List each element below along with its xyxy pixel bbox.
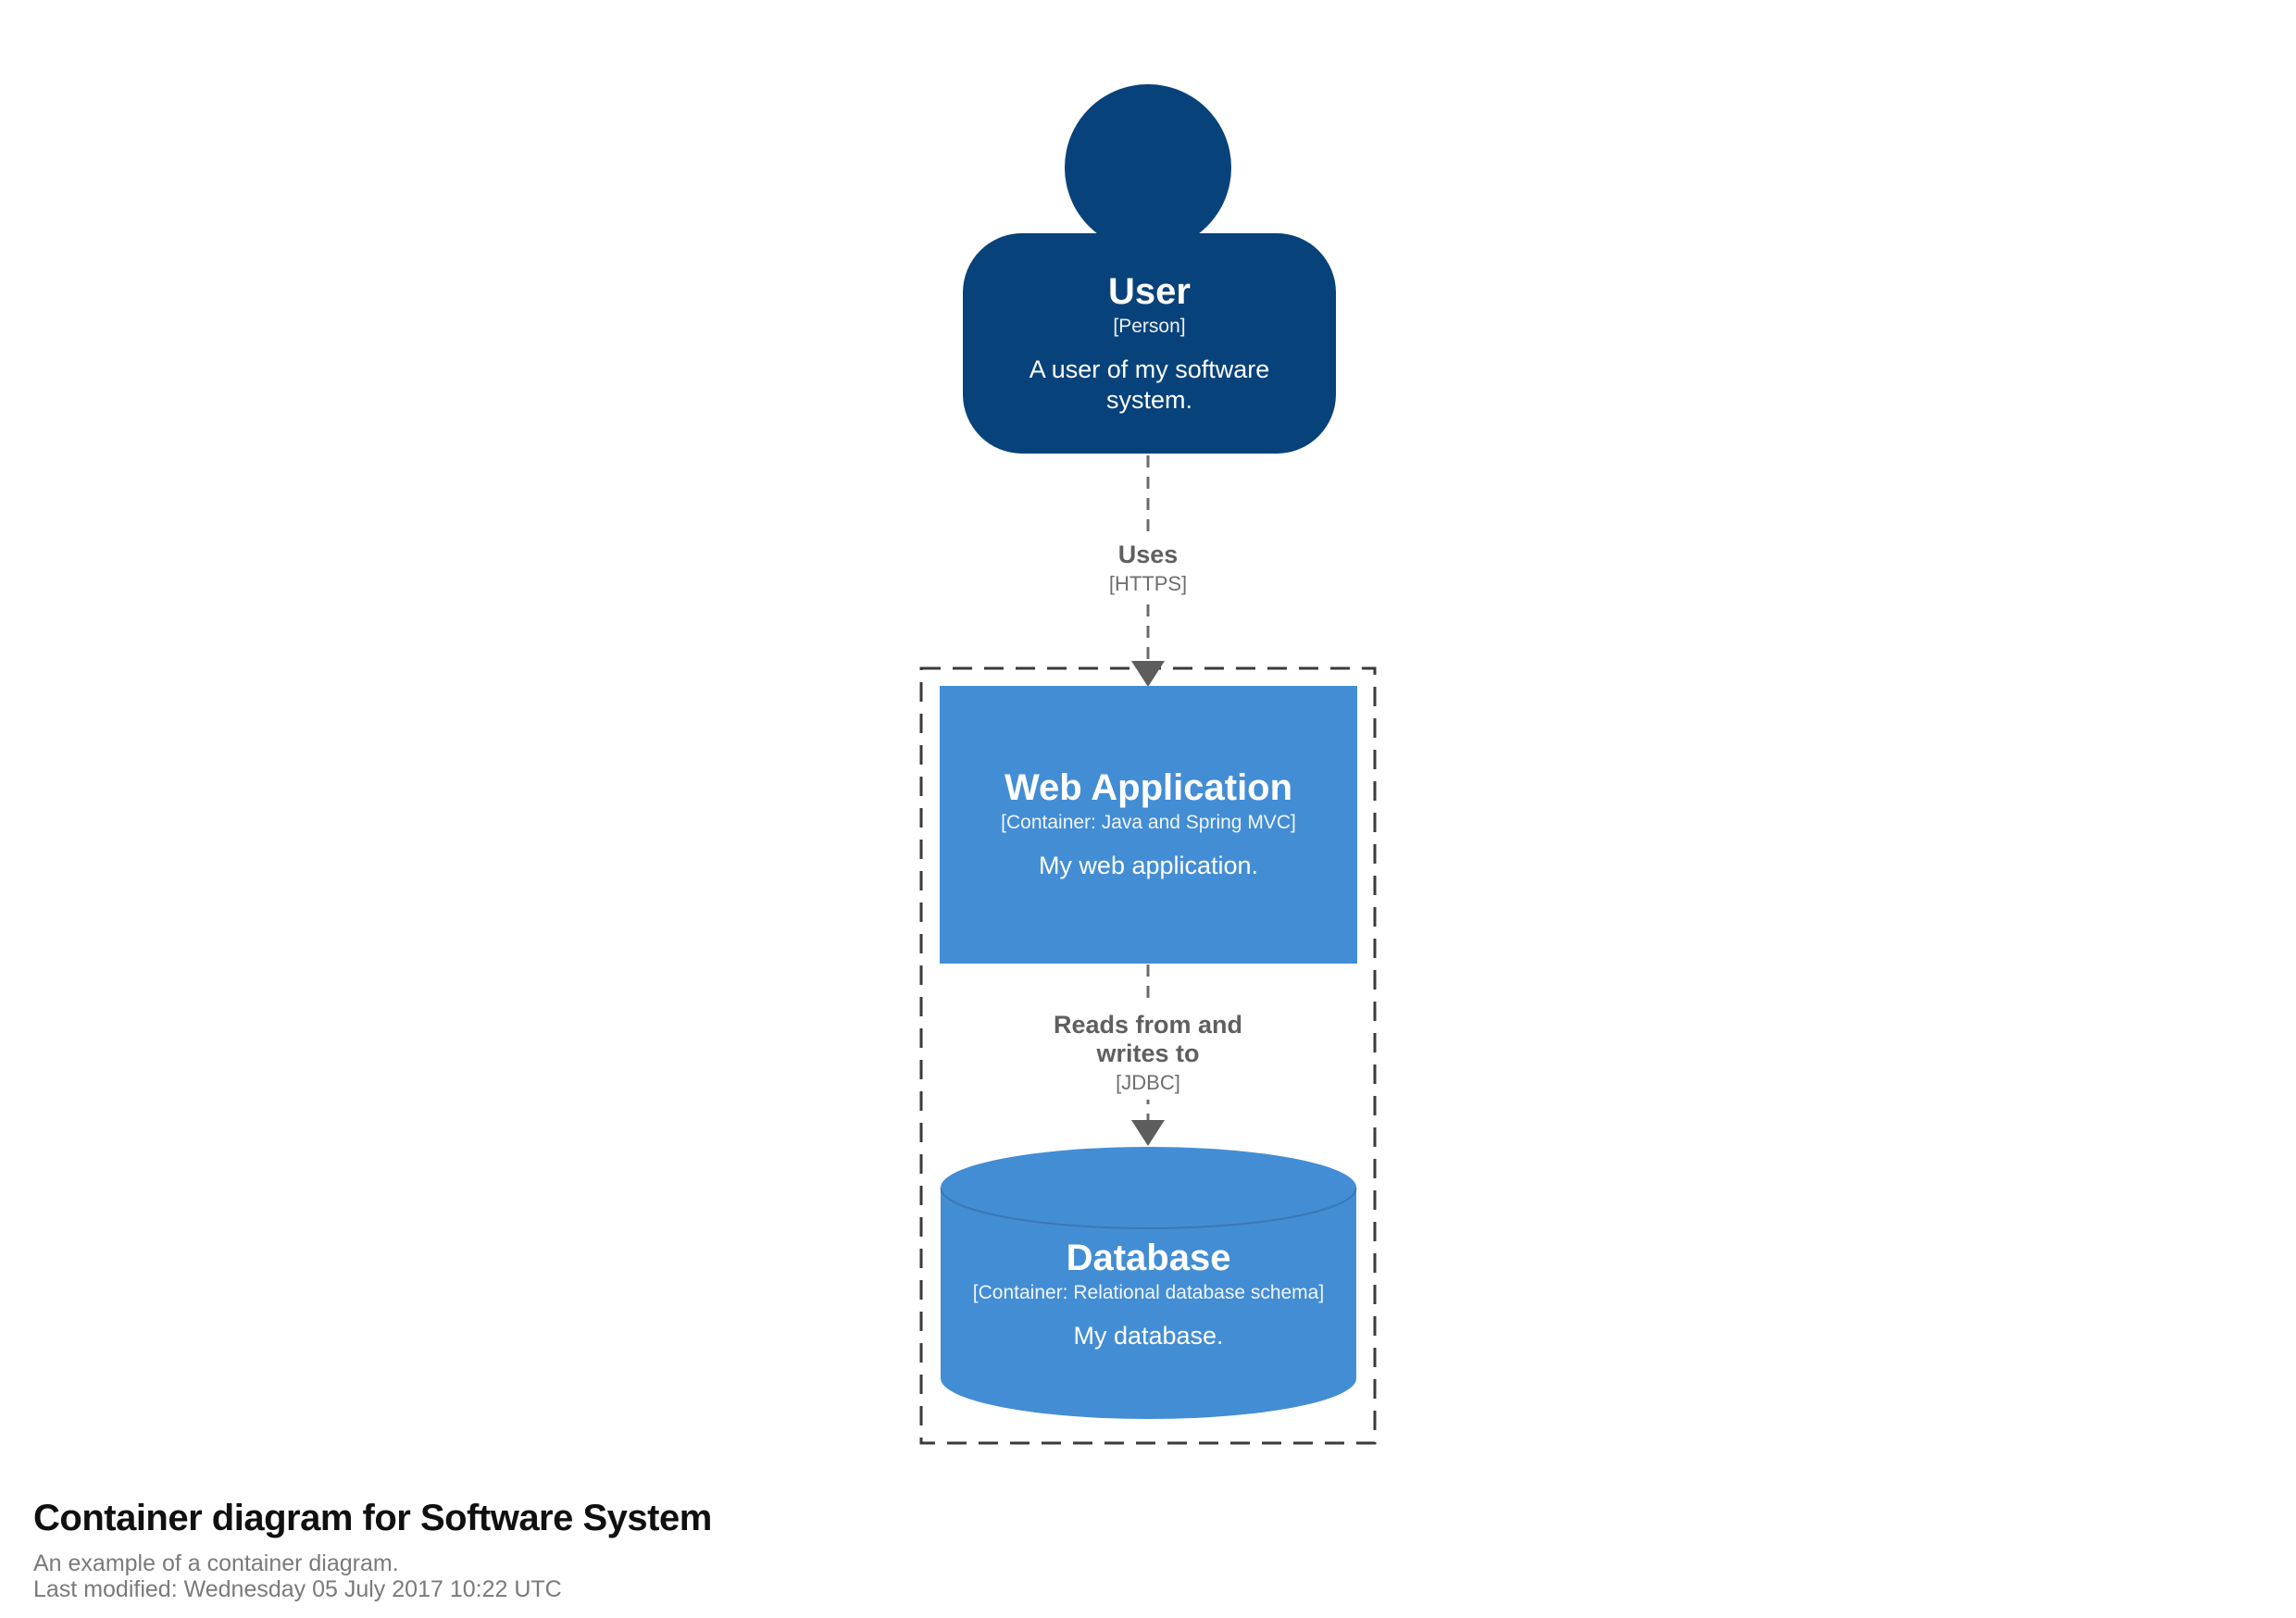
- container-database[interactable]: Database [Container: Relational database…: [940, 1146, 1357, 1420]
- relationship-technology-text: [JDBC]: [1116, 1071, 1180, 1094]
- container-name: Database: [1066, 1238, 1231, 1278]
- diagram-last-modified: Last modified: Wednesday 05 July 2017 10…: [33, 1576, 562, 1602]
- diagram-subtitle: An example of a container diagram.: [33, 1550, 399, 1576]
- arrowhead-icon: [1131, 1120, 1165, 1146]
- database-cylinder-icon: [940, 1147, 1357, 1419]
- person-head-icon: [1065, 84, 1231, 251]
- arrowhead-icon: [1131, 661, 1165, 687]
- relationship-uses-label: Uses [HTTPS]: [1046, 537, 1250, 601]
- person-body: User [Person] A user of my software syst…: [963, 233, 1336, 454]
- person-name: User: [1108, 270, 1191, 312]
- relationship-label-text: Reads from and writes to: [1053, 1011, 1243, 1067]
- diagram-title: Container diagram for Software System: [33, 1498, 712, 1538]
- person-meta: [Person]: [1113, 315, 1186, 337]
- container-name: Web Application: [1004, 767, 1293, 808]
- container-meta: [Container: Relational database schema]: [972, 1282, 1325, 1303]
- container-web-application[interactable]: Web Application [Container: Java and Spr…: [940, 686, 1357, 964]
- database-content: Database [Container: Relational database…: [940, 1238, 1357, 1351]
- container-description: My database.: [1073, 1322, 1224, 1350]
- relationship-reads-writes-label: Reads from and writes to [JDBC]: [1023, 1007, 1273, 1100]
- diagram-footer: Container diagram for Software System An…: [33, 1498, 712, 1602]
- container-description: My web application.: [1038, 852, 1259, 879]
- relationship-label-text: Uses: [1117, 541, 1179, 568]
- container-meta: [Container: Java and Spring MVC]: [1001, 812, 1296, 833]
- relationship-technology-text: [HTTPS]: [1108, 572, 1188, 595]
- person-description: A user of my software system.: [1029, 355, 1270, 414]
